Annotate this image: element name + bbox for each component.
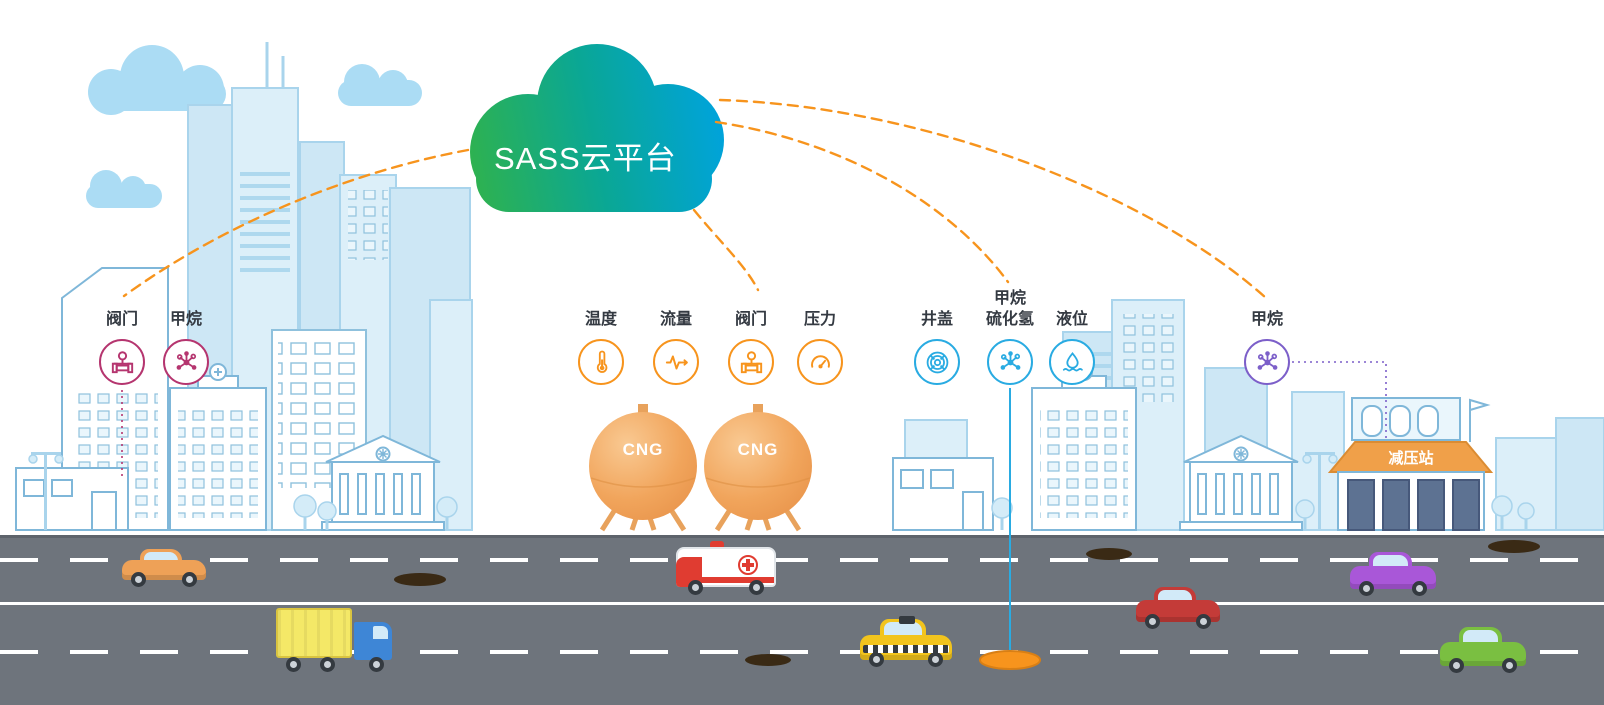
taxi-checker-stripe [863,645,949,653]
lane-marking-dashed [0,558,1604,562]
sensor-temperature: 温度 [578,311,624,385]
flag-icon [1469,398,1491,412]
sensor-label: 流量 [659,311,693,329]
sensor-circle [99,339,145,385]
lane-marking-dashed [0,650,1604,654]
sensor-valve-city: 阀门 [99,311,145,385]
sensor-circle [1244,339,1290,385]
sensor-methane-city: 甲烷 [163,311,209,385]
gauge-icon [810,354,830,368]
sensor-circle [578,339,624,385]
cng-tanks [589,404,812,532]
red-cross-icon [738,555,758,575]
street-lamp [1302,452,1338,530]
street-lamp [28,452,64,530]
sensor-circle [653,339,699,385]
road [0,535,1604,705]
sensor-circle [987,339,1033,385]
cng-tank-right [704,412,812,520]
sensor-circle [914,339,960,385]
liquid-level-icon [1062,351,1083,371]
car-orange [122,549,206,587]
cloud-decoration [338,56,424,106]
manhole-cover-icon [926,351,948,373]
cng-tank-label: CNG [737,440,779,459]
car-green [1440,627,1526,673]
sensor-label: 压力 [803,311,837,329]
sensor-label: 甲烷 [1250,311,1284,329]
sensor-pressure: 压力 [797,311,843,385]
cng-tank-label: CNG [622,440,664,459]
sensor-circle [797,339,843,385]
sensor-methane-h2s: 甲烷 硫化氢 [986,290,1034,385]
sensor-label: 甲烷 硫化氢 [985,290,1035,329]
skyline-left-foreground [15,267,445,531]
molecule-icon [1000,350,1020,370]
sensor-methane-station: 甲烷 [1244,311,1290,385]
sensor-label: 井盖 [920,311,954,329]
thermometer-icon [596,350,607,373]
molecule-icon [1257,350,1277,370]
truck [276,608,394,672]
city-illustration [15,42,1604,532]
cng-tank-left [589,412,697,520]
ambulance [676,541,776,595]
taxi-sign [898,616,915,624]
sensor-flow: 流量 [653,311,699,385]
pressure-station-label: 减压站 [1388,450,1434,467]
taxi [860,616,952,667]
sensor-label: 阀门 [734,311,768,329]
sensor-label: 温度 [584,311,618,329]
valve-icon [111,350,133,373]
valve-icon [740,350,762,373]
street-greenery [28,452,1535,530]
molecule-icon [176,350,196,370]
car-purple [1350,552,1436,596]
manhole [1488,540,1540,553]
manhole [745,654,791,666]
manhole [1086,548,1132,560]
skyline-right-foreground [892,363,1303,531]
flow-icon [665,354,688,370]
sensor-label: 阀门 [105,311,139,329]
manhole [394,573,446,586]
sensor-valve-cng: 阀门 [728,311,774,385]
sensor-liquid-level: 液位 [1049,311,1095,385]
sensor-circle [1049,339,1095,385]
lane-marking-solid [0,602,1604,605]
sensor-label: 甲烷 [169,311,203,329]
cloud-platform-label: SASS云平台 [494,141,677,176]
cloud-decoration [88,45,230,115]
car-red [1136,587,1220,629]
sensor-label: 液位 [1055,311,1089,329]
sensor-circle [728,339,774,385]
sensor-manhole-cover: 井盖 [914,311,960,385]
sensor-circle [163,339,209,385]
cloud-platform-shape [470,44,724,212]
